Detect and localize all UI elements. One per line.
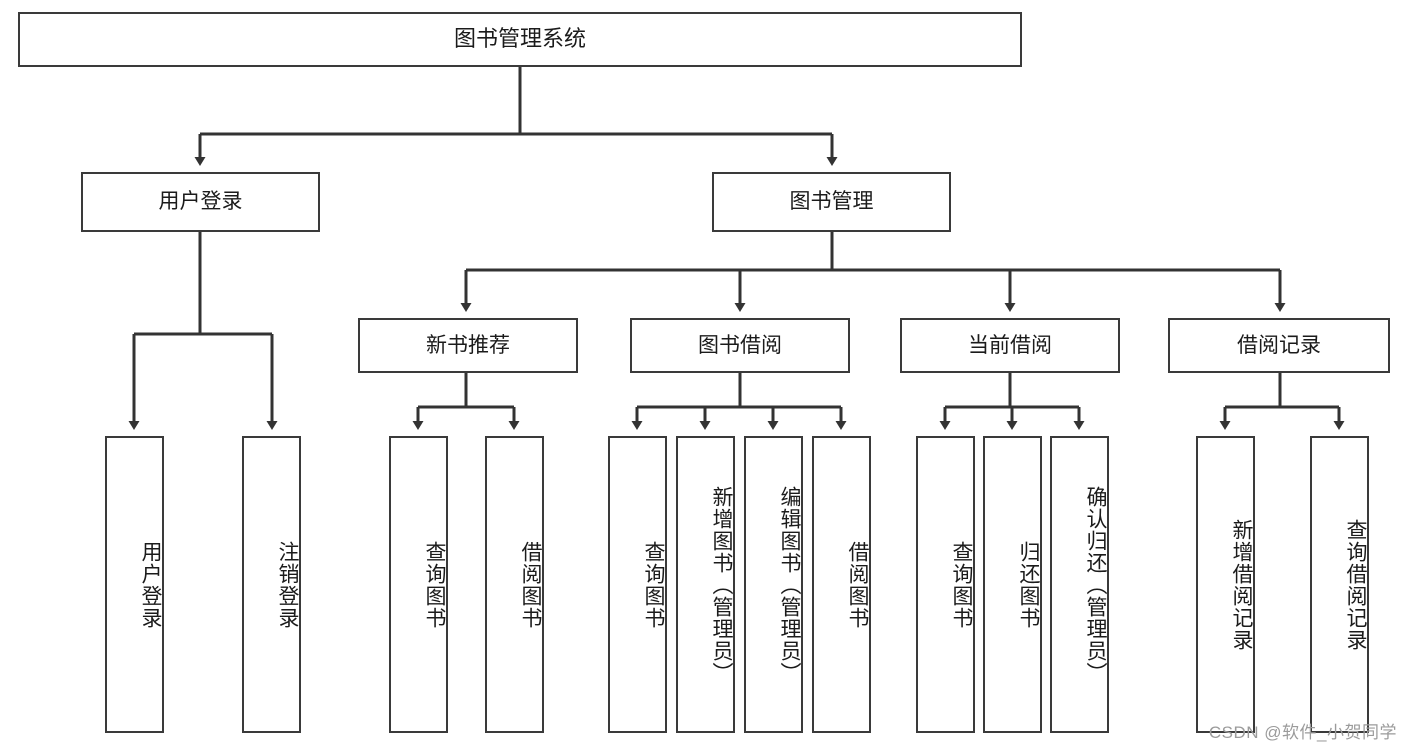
leaf-confirm-return-admin[interactable]: 确认归还（管理员） <box>1050 436 1109 733</box>
node-book-management[interactable]: 图书管理 <box>712 172 951 232</box>
leaf-edit-book-admin[interactable]: 编辑图书（管理员） <box>744 436 803 733</box>
leaf-query-book-recommend[interactable]: 查询图书 <box>389 436 448 733</box>
leaf-query-borrow-record[interactable]: 查询借阅记录 <box>1310 436 1369 733</box>
node-book-borrow[interactable]: 图书借阅 <box>630 318 850 373</box>
node-root-system[interactable]: 图书管理系统 <box>18 12 1022 67</box>
csdn-watermark: CSDN @软件_小贺同学 <box>1208 723 1397 742</box>
node-user-login[interactable]: 用户登录 <box>81 172 320 232</box>
node-new-book-recommend[interactable]: 新书推荐 <box>358 318 578 373</box>
leaf-add-borrow-record[interactable]: 新增借阅记录 <box>1196 436 1255 733</box>
leaf-logout[interactable]: 注销登录 <box>242 436 301 733</box>
leaf-user-login[interactable]: 用户登录 <box>105 436 164 733</box>
leaf-borrow-book[interactable]: 借阅图书 <box>812 436 871 733</box>
node-current-borrow[interactable]: 当前借阅 <box>900 318 1120 373</box>
node-borrow-record[interactable]: 借阅记录 <box>1168 318 1390 373</box>
leaf-query-book-current[interactable]: 查询图书 <box>916 436 975 733</box>
leaf-add-book-admin[interactable]: 新增图书（管理员） <box>676 436 735 733</box>
leaf-borrow-book-recommend[interactable]: 借阅图书 <box>485 436 544 733</box>
leaf-query-book[interactable]: 查询图书 <box>608 436 667 733</box>
leaf-return-book[interactable]: 归还图书 <box>983 436 1042 733</box>
